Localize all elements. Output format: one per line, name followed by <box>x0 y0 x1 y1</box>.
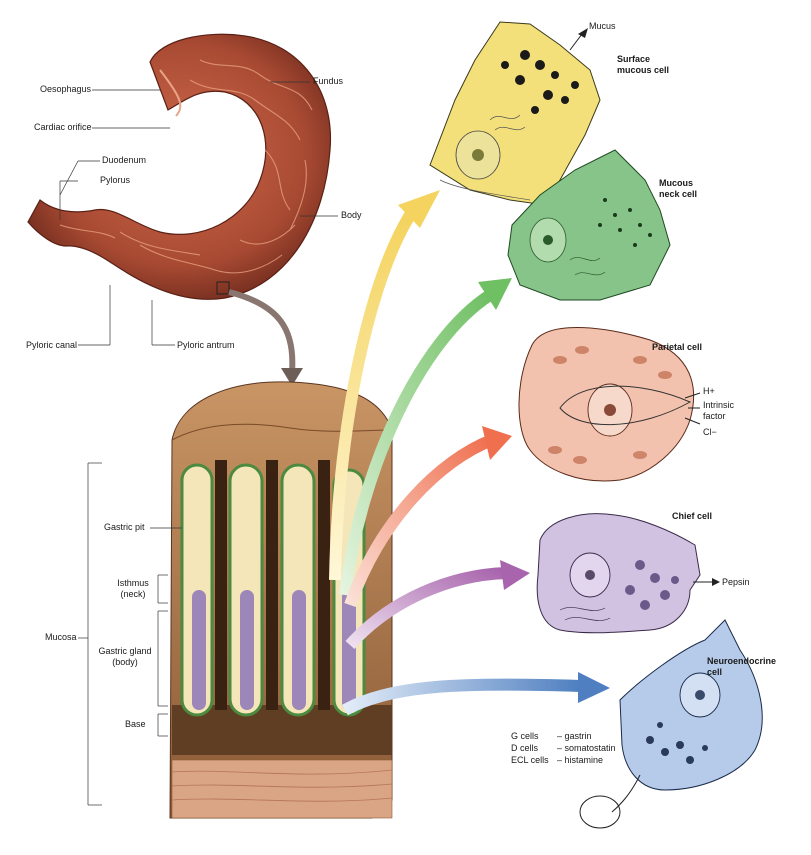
label-duodenum: Duodenum <box>102 155 147 165</box>
surface-mucous-cell-illustration <box>429 21 601 206</box>
label-gastric-pit: Gastric pit <box>104 522 145 532</box>
label-body: Body <box>341 210 362 220</box>
endocrine-cell-type: ECL cells <box>511 755 549 765</box>
gastric-glands <box>180 460 366 717</box>
label-cardiac-orifice: Cardiac orifice <box>34 122 92 132</box>
label-gastric-gland: Gastric gland (body) <box>98 646 152 667</box>
label-isthmus: Isthmus (neck) <box>117 578 149 599</box>
label-parietal-cell: Parietal cell <box>652 342 703 352</box>
mucosa-block <box>169 381 393 819</box>
parietal-cell-illustration <box>518 327 695 482</box>
label-oesophagus: Oesophagus <box>40 84 92 94</box>
stomach-illustration <box>27 33 332 300</box>
mucosa-brackets <box>78 462 182 806</box>
brown-arrow-head <box>281 368 303 386</box>
endocrine-cell-type: D cells <box>511 743 539 753</box>
mucus-arrow <box>569 33 583 51</box>
endocrine-product: – histamine <box>557 755 604 765</box>
label-pyloric-canal: Pyloric canal <box>26 340 78 350</box>
label-chloride: Cl− <box>703 427 717 437</box>
label-surface-mucous-cell: Surface mucous cell <box>617 54 670 75</box>
label-chief-cell: Chief cell <box>672 511 713 521</box>
label-intrinsic-factor: Intrinsic factor <box>703 400 735 421</box>
label-fundus: Fundus <box>313 76 344 86</box>
brown-arrow <box>228 289 296 373</box>
endocrine-product: – gastrin <box>557 731 592 741</box>
label-neuroendocrine-cell: Neuroendocrine cell <box>707 656 777 677</box>
endocrine-product: – somatostatin <box>557 743 616 753</box>
label-mucous-neck-cell: Mucous neck cell <box>659 178 698 199</box>
label-pyloric-antrum: Pyloric antrum <box>177 340 235 350</box>
parietal-secretion-arrows <box>684 392 701 425</box>
label-mucus: Mucus <box>589 21 616 31</box>
label-pylorus: Pylorus <box>100 175 131 185</box>
label-base: Base <box>125 719 146 729</box>
label-mucosa: Mucosa <box>45 632 77 642</box>
cell-arrows <box>329 190 610 716</box>
chief-cell-illustration <box>536 513 701 634</box>
mucous-neck-cell-illustration <box>507 149 671 301</box>
endocrine-cell-type: G cells <box>511 731 539 741</box>
label-h-plus: H+ <box>703 386 715 396</box>
neuroendocrine-cell-illustration <box>579 619 763 829</box>
label-pepsin: Pepsin <box>722 577 750 587</box>
stomach-leader-lines <box>59 81 338 346</box>
